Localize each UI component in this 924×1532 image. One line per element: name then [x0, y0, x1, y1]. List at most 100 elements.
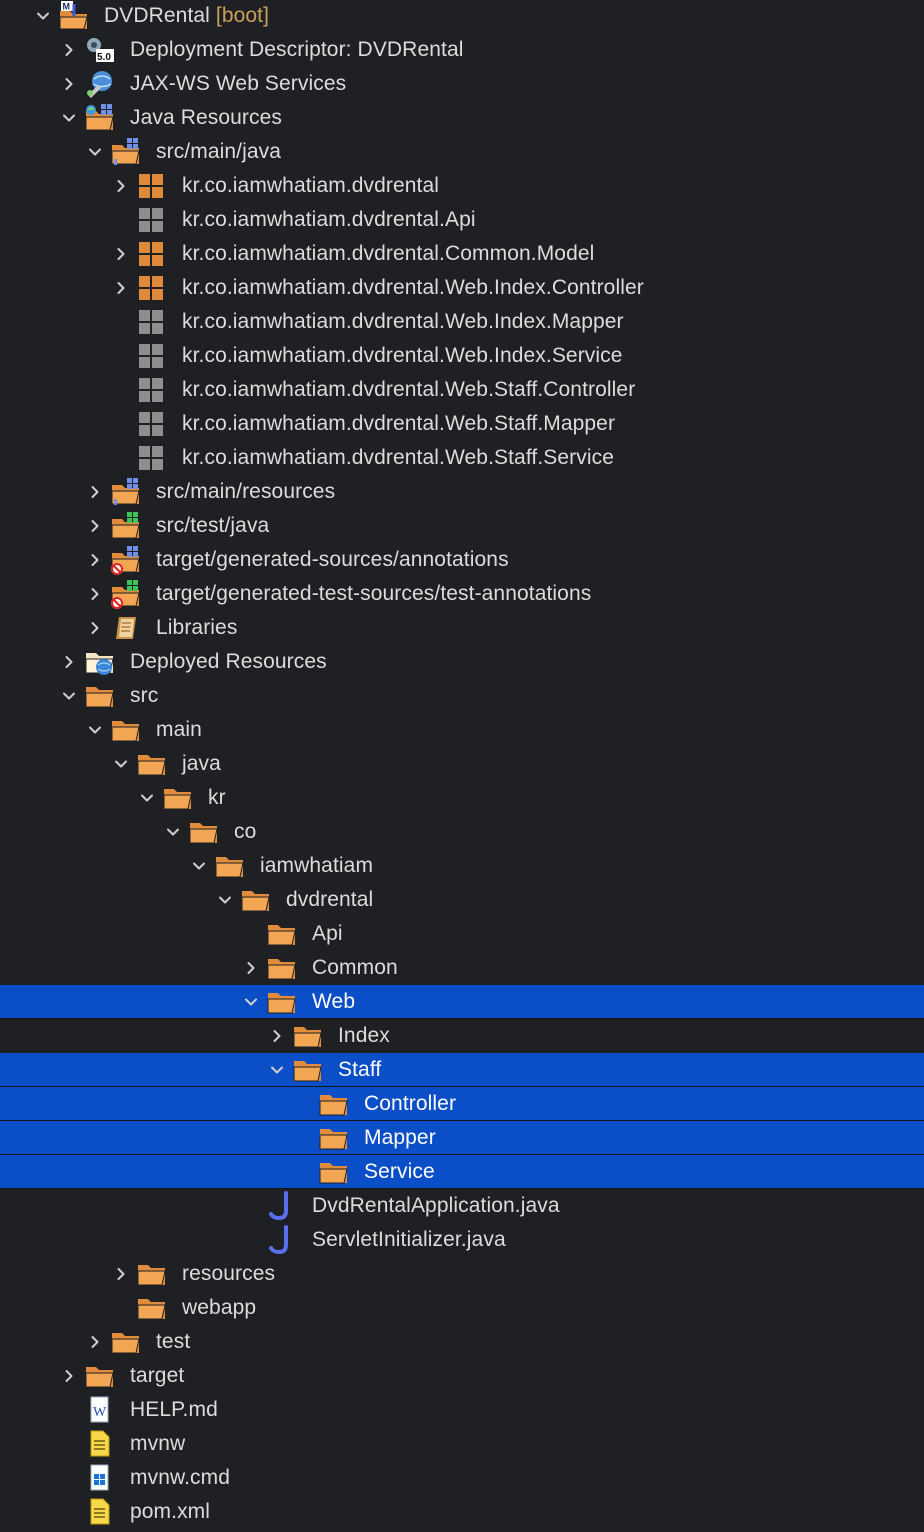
- tree-item-controller[interactable]: Controller: [0, 1087, 924, 1121]
- folder-icon: [136, 749, 168, 779]
- tree-item-src-main-java[interactable]: src/main/java: [0, 135, 924, 169]
- tree-item-label: kr.co.iamwhatiam.dvdrental.Web.Staff.Map…: [182, 412, 615, 436]
- chevron-down-icon[interactable]: [238, 985, 264, 1019]
- project-decoration-tag: [boot]: [209, 4, 270, 27]
- tree-item-label: Service: [364, 1160, 435, 1184]
- chevron-down-icon[interactable]: [134, 781, 160, 815]
- chevron-right-icon[interactable]: [82, 1325, 108, 1359]
- tree-item-kr-co-iamwhatiam-dvdrental-web-staff-service[interactable]: kr.co.iamwhatiam.dvdrental.Web.Staff.Ser…: [0, 441, 924, 475]
- tree-item-deployed-resources[interactable]: Deployed Resources: [0, 645, 924, 679]
- tree-item-staff[interactable]: Staff: [0, 1053, 924, 1087]
- chevron-down-icon[interactable]: [264, 1053, 290, 1087]
- tree-item-java-resources[interactable]: Java Resources: [0, 101, 924, 135]
- chevron-right-icon[interactable]: [264, 1019, 290, 1053]
- chevron-down-icon[interactable]: [82, 135, 108, 169]
- chevron-right-icon[interactable]: [56, 67, 82, 101]
- tree-item-label: pom.xml: [130, 1500, 210, 1524]
- tree-item-pom-xml[interactable]: pom.xml: [0, 1495, 924, 1529]
- chevron-right-icon[interactable]: [108, 169, 134, 203]
- tree-item-api[interactable]: Api: [0, 917, 924, 951]
- tree-item-label-text: kr.co.iamwhatiam.dvdrental.Web.Staff.Ser…: [182, 446, 614, 469]
- tree-item-mvnw[interactable]: mvnw: [0, 1427, 924, 1461]
- chevron-down-icon[interactable]: [108, 747, 134, 781]
- tree-item-servletinitializer-java[interactable]: ServletInitializer.java: [0, 1223, 924, 1257]
- tree-item-kr-co-iamwhatiam-dvdrental-common-model[interactable]: kr.co.iamwhatiam.dvdrental.Common.Model: [0, 237, 924, 271]
- chevron-right-icon[interactable]: [56, 33, 82, 67]
- chevron-down-icon[interactable]: [30, 0, 56, 33]
- chevron-right-icon[interactable]: [82, 611, 108, 645]
- tree-item-label-text: Controller: [364, 1091, 457, 1115]
- tree-item-target-generated-sources-annotations[interactable]: target/generated-sources/annotations: [0, 543, 924, 577]
- tree-item-label-text: ServletInitializer.java: [312, 1228, 506, 1251]
- chevron-down-icon[interactable]: [56, 679, 82, 713]
- chevron-right-icon[interactable]: [82, 543, 108, 577]
- tree-item-kr-co-iamwhatiam-dvdrental-web-index-service[interactable]: kr.co.iamwhatiam.dvdrental.Web.Index.Ser…: [0, 339, 924, 373]
- tree-item-target-generated-test-sources-test-annotations[interactable]: target/generated-test-sources/test-annot…: [0, 577, 924, 611]
- tree-item-kr-co-iamwhatiam-dvdrental-web-staff-mapper[interactable]: kr.co.iamwhatiam.dvdrental.Web.Staff.Map…: [0, 407, 924, 441]
- tree-item-label: iamwhatiam: [260, 854, 373, 878]
- tree-item-jax-ws-web-services[interactable]: JAX-WS Web Services: [0, 67, 924, 101]
- tree-item-mvnw-cmd[interactable]: mvnw.cmd: [0, 1461, 924, 1495]
- tree-item-service[interactable]: Service: [0, 1155, 924, 1189]
- tree-item-label-text: test: [156, 1330, 191, 1353]
- tree-item-kr-co-iamwhatiam-dvdrental-web-index-mapper[interactable]: kr.co.iamwhatiam.dvdrental.Web.Index.Map…: [0, 305, 924, 339]
- tree-item-mapper[interactable]: Mapper: [0, 1121, 924, 1155]
- chevron-right-icon[interactable]: [56, 645, 82, 679]
- tree-item-resources[interactable]: resources: [0, 1257, 924, 1291]
- chevron-right-icon[interactable]: [108, 237, 134, 271]
- chevron-right-icon[interactable]: [56, 1359, 82, 1393]
- tree-item-label-text: Deployment Descriptor: DVDRental: [130, 38, 464, 61]
- tree-item-kr-co-iamwhatiam-dvdrental-web-index-controller[interactable]: kr.co.iamwhatiam.dvdrental.Web.Index.Con…: [0, 271, 924, 305]
- tree-item-label: kr.co.iamwhatiam.dvdrental.Web.Staff.Con…: [182, 378, 635, 402]
- tree-item-target[interactable]: target: [0, 1359, 924, 1393]
- tree-item-help-md[interactable]: W HELP.md: [0, 1393, 924, 1427]
- folder-icon: [292, 1021, 324, 1051]
- tree-item-label-text: iamwhatiam: [260, 854, 374, 877]
- tree-item-src-main-resources[interactable]: src/main/resources: [0, 475, 924, 509]
- chevron-right-icon[interactable]: [108, 271, 134, 305]
- tree-item-label: kr.co.iamwhatiam.dvdrental.Web.Staff.Ser…: [182, 446, 614, 470]
- folder-icon: [214, 851, 246, 881]
- tree-item-iamwhatiam[interactable]: iamwhatiam: [0, 849, 924, 883]
- chevron-right-icon[interactable]: [82, 509, 108, 543]
- markdown-file-icon: W: [84, 1395, 116, 1425]
- tree-item-webapp[interactable]: webapp: [0, 1291, 924, 1325]
- tree-item-label-text: kr: [208, 786, 226, 809]
- tree-item-src-test-java[interactable]: src/test/java: [0, 509, 924, 543]
- tree-item-label-text: src: [130, 684, 159, 707]
- tree-item-kr[interactable]: kr: [0, 781, 924, 815]
- chevron-right-icon[interactable]: [108, 1257, 134, 1291]
- chevron-right-icon[interactable]: [82, 475, 108, 509]
- chevron-down-icon[interactable]: [186, 849, 212, 883]
- tree-item-main[interactable]: main: [0, 713, 924, 747]
- tree-item-test[interactable]: test: [0, 1325, 924, 1359]
- chevron-down-icon[interactable]: [56, 101, 82, 135]
- tree-item-src[interactable]: src: [0, 679, 924, 713]
- tree-item-dvdrental[interactable]: dvdrental: [0, 883, 924, 917]
- tree-item-label: Mapper: [364, 1126, 436, 1150]
- tree-item-kr-co-iamwhatiam-dvdrental[interactable]: kr.co.iamwhatiam.dvdrental: [0, 169, 924, 203]
- tree-item-kr-co-iamwhatiam-dvdrental-api[interactable]: kr.co.iamwhatiam.dvdrental.Api: [0, 203, 924, 237]
- tree-item-kr-co-iamwhatiam-dvdrental-web-staff-controller[interactable]: kr.co.iamwhatiam.dvdrental.Web.Staff.Con…: [0, 373, 924, 407]
- tree-item-libraries[interactable]: Libraries: [0, 611, 924, 645]
- tree-item-java[interactable]: java: [0, 747, 924, 781]
- tree-item-label: DVDRental [boot]: [104, 4, 269, 28]
- chevron-right-icon[interactable]: [238, 951, 264, 985]
- chevron-right-icon[interactable]: [82, 577, 108, 611]
- tree-item-co[interactable]: co: [0, 815, 924, 849]
- folder-icon: [84, 1361, 116, 1391]
- tree-item-web[interactable]: Web: [0, 985, 924, 1019]
- chevron-down-icon[interactable]: [160, 815, 186, 849]
- tree-item-label: target: [130, 1364, 184, 1388]
- tree-item-label-text: HELP.md: [130, 1398, 218, 1421]
- tree-item-dvdrentalapplication-java[interactable]: DvdRentalApplication.java: [0, 1189, 924, 1223]
- tree-item-index[interactable]: Index: [0, 1019, 924, 1053]
- folder-icon: [136, 1259, 168, 1289]
- chevron-down-icon[interactable]: [82, 713, 108, 747]
- tree-item-common[interactable]: Common: [0, 951, 924, 985]
- tree-item-label: JAX-WS Web Services: [130, 72, 346, 96]
- chevron-down-icon[interactable]: [212, 883, 238, 917]
